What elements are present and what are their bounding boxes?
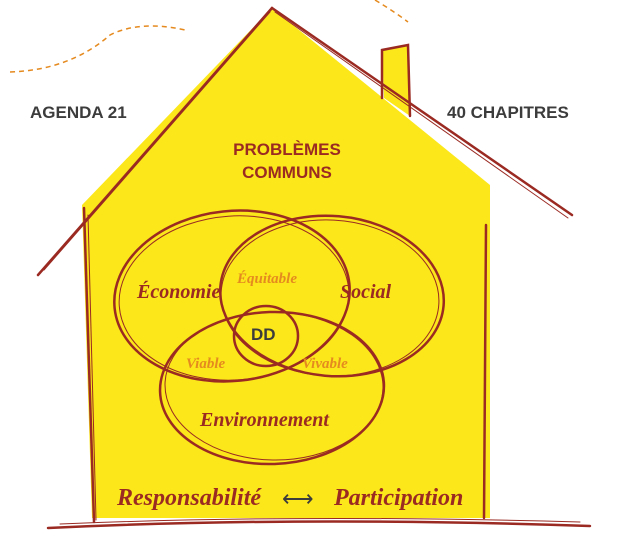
vivable-label: Vivable	[302, 356, 348, 372]
agenda-label: AGENDA 21	[30, 103, 127, 122]
house-fill	[82, 8, 490, 518]
roof-left-line	[36, 6, 274, 277]
chimney-outline	[380, 43, 412, 118]
environment-label: Environnement	[200, 409, 329, 431]
roof-right-line-sketch	[274, 11, 569, 219]
dashed-curve-left	[9, 25, 186, 73]
ground-line	[46, 520, 592, 530]
chapters-label: 40 CHAPITRES	[447, 103, 569, 122]
environment-circle-sketch	[164, 311, 384, 461]
dashed-curve-top	[374, 0, 409, 23]
problems-title: PROBLÈMES COMMUNS	[233, 140, 341, 182]
double-arrow-icon: ⟷	[282, 486, 314, 511]
dd-label: DD	[251, 325, 276, 344]
responsibility-label: Responsabilité	[117, 485, 262, 511]
viable-label: Viable	[186, 356, 226, 372]
dd-circle	[232, 304, 300, 368]
economy-circle-sketch	[118, 215, 350, 381]
economy-circle	[113, 209, 351, 383]
social-circle-sketch	[220, 219, 440, 377]
economy-label: Économie	[137, 281, 221, 303]
social-label: Social	[340, 281, 392, 303]
ground-line-sketch	[59, 517, 581, 525]
roof-right-line	[270, 6, 574, 217]
participation-label: Participation	[334, 485, 464, 511]
left-wall	[82, 206, 96, 524]
equitable-label: Équitable	[237, 271, 298, 287]
roof-left-line-sketch	[43, 11, 271, 271]
left-wall-sketch	[87, 214, 97, 521]
right-wall	[482, 223, 488, 520]
